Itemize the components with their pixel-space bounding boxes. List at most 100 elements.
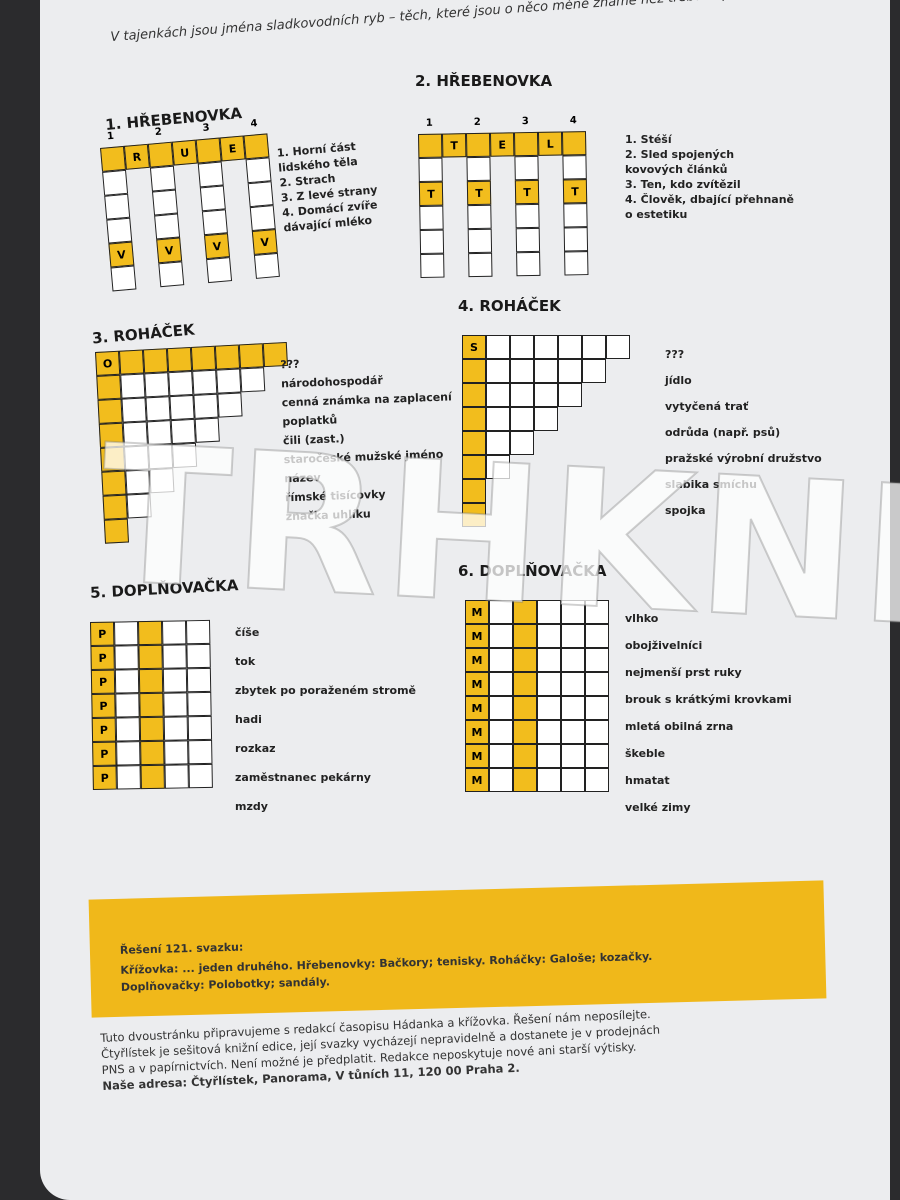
grid-cell[interactable]: V — [156, 237, 183, 264]
grid-cell[interactable] — [114, 645, 139, 670]
grid-cell[interactable]: T — [562, 179, 588, 204]
grid-cell[interactable] — [534, 359, 558, 383]
grid-cell[interactable] — [187, 691, 212, 717]
grid-cell[interactable] — [585, 768, 609, 792]
grid-cell[interactable] — [116, 741, 141, 766]
grid-cell[interactable] — [466, 156, 491, 182]
grid-cell[interactable] — [486, 359, 510, 383]
grid-cell[interactable] — [537, 744, 561, 768]
grid-cell[interactable] — [120, 373, 146, 399]
grid-cell[interactable]: P — [92, 741, 117, 766]
grid-cell[interactable] — [510, 431, 534, 455]
grid-cell[interactable] — [558, 359, 582, 383]
grid-cell[interactable] — [513, 672, 537, 696]
grid-cell[interactable] — [467, 228, 493, 254]
grid-cell[interactable] — [534, 383, 558, 407]
grid-cell[interactable] — [489, 768, 513, 792]
grid-cell[interactable] — [561, 624, 585, 648]
grid-cell[interactable] — [158, 261, 185, 288]
grid-cell[interactable]: T — [418, 181, 444, 206]
grid-cell[interactable] — [563, 227, 589, 252]
grid-cell[interactable] — [516, 251, 541, 277]
grid-cell[interactable] — [467, 204, 492, 230]
grid-cell[interactable] — [114, 669, 140, 694]
grid-cell[interactable] — [561, 600, 585, 624]
grid-cell[interactable] — [561, 768, 585, 792]
grid-cell[interactable] — [537, 648, 561, 672]
grid-cell[interactable] — [585, 744, 609, 768]
grid-cell[interactable] — [100, 145, 127, 172]
grid-cell[interactable] — [104, 193, 131, 220]
grid-cell[interactable]: M — [465, 768, 489, 792]
grid-cell[interactable] — [140, 764, 165, 790]
grid-cell[interactable] — [513, 744, 537, 768]
grid-cell[interactable] — [513, 696, 537, 720]
grid-cell[interactable] — [582, 335, 606, 359]
grid-cell[interactable] — [513, 648, 537, 672]
grid-cell[interactable] — [486, 431, 510, 455]
grid-cell[interactable] — [489, 624, 513, 648]
grid-cell[interactable] — [164, 764, 189, 789]
grid-cell[interactable]: P — [92, 765, 117, 790]
grid-cell[interactable]: R — [123, 143, 150, 170]
grid-cell[interactable] — [585, 624, 609, 648]
grid-cell[interactable] — [147, 141, 174, 168]
grid-cell[interactable] — [558, 383, 582, 407]
grid-cell[interactable] — [195, 137, 222, 164]
grid-cell[interactable] — [192, 369, 218, 395]
grid-cell[interactable] — [139, 692, 164, 718]
grid-cell[interactable] — [106, 217, 133, 244]
grid-cell[interactable] — [561, 648, 585, 672]
grid-cell[interactable]: P — [90, 645, 115, 670]
grid-cell[interactable] — [240, 367, 266, 393]
grid-cell[interactable] — [486, 407, 510, 431]
grid-cell[interactable] — [585, 720, 609, 744]
grid-cell[interactable] — [418, 133, 443, 158]
grid-cell[interactable] — [216, 368, 242, 394]
grid-cell[interactable] — [489, 672, 513, 696]
grid-cell[interactable] — [197, 161, 224, 188]
grid-cell[interactable] — [188, 763, 213, 789]
grid-cell[interactable] — [164, 740, 189, 765]
grid-cell[interactable] — [418, 157, 443, 182]
grid-cell[interactable] — [514, 155, 539, 181]
grid-cell[interactable] — [420, 253, 445, 278]
grid-cell[interactable] — [187, 715, 213, 741]
grid-cell[interactable] — [561, 131, 587, 156]
grid-cell[interactable]: V — [251, 228, 278, 255]
grid-cell[interactable] — [537, 768, 561, 792]
grid-cell[interactable] — [190, 345, 217, 371]
grid-cell[interactable] — [537, 672, 561, 696]
grid-cell[interactable]: P — [90, 669, 116, 694]
grid-cell[interactable] — [465, 132, 491, 158]
grid-cell[interactable] — [537, 720, 561, 744]
grid-cell[interactable] — [115, 693, 140, 718]
grid-cell[interactable]: M — [465, 600, 489, 624]
grid-cell[interactable] — [186, 667, 212, 693]
grid-cell[interactable] — [606, 335, 630, 359]
grid-cell[interactable] — [489, 648, 513, 672]
grid-cell[interactable] — [585, 672, 609, 696]
grid-cell[interactable]: M — [465, 696, 489, 720]
grid-cell[interactable] — [162, 668, 188, 693]
grid-cell[interactable] — [152, 189, 179, 216]
grid-cell[interactable] — [513, 768, 537, 792]
grid-cell[interactable] — [144, 372, 170, 398]
grid-cell[interactable] — [468, 252, 493, 278]
grid-cell[interactable]: S — [462, 335, 486, 359]
grid-cell[interactable] — [168, 370, 194, 397]
grid-cell[interactable] — [163, 716, 189, 741]
grid-cell[interactable] — [214, 344, 241, 370]
grid-cell[interactable]: E — [219, 135, 246, 162]
grid-cell[interactable] — [102, 169, 129, 196]
grid-cell[interactable] — [486, 335, 510, 359]
grid-cell[interactable] — [118, 349, 145, 375]
grid-cell[interactable] — [537, 696, 561, 720]
grid-cell[interactable] — [534, 335, 558, 359]
grid-cell[interactable] — [462, 359, 486, 383]
grid-cell[interactable]: M — [465, 672, 489, 696]
grid-cell[interactable] — [206, 257, 233, 284]
grid-cell[interactable] — [166, 346, 193, 373]
grid-cell[interactable] — [489, 600, 513, 624]
grid-cell[interactable] — [513, 720, 537, 744]
